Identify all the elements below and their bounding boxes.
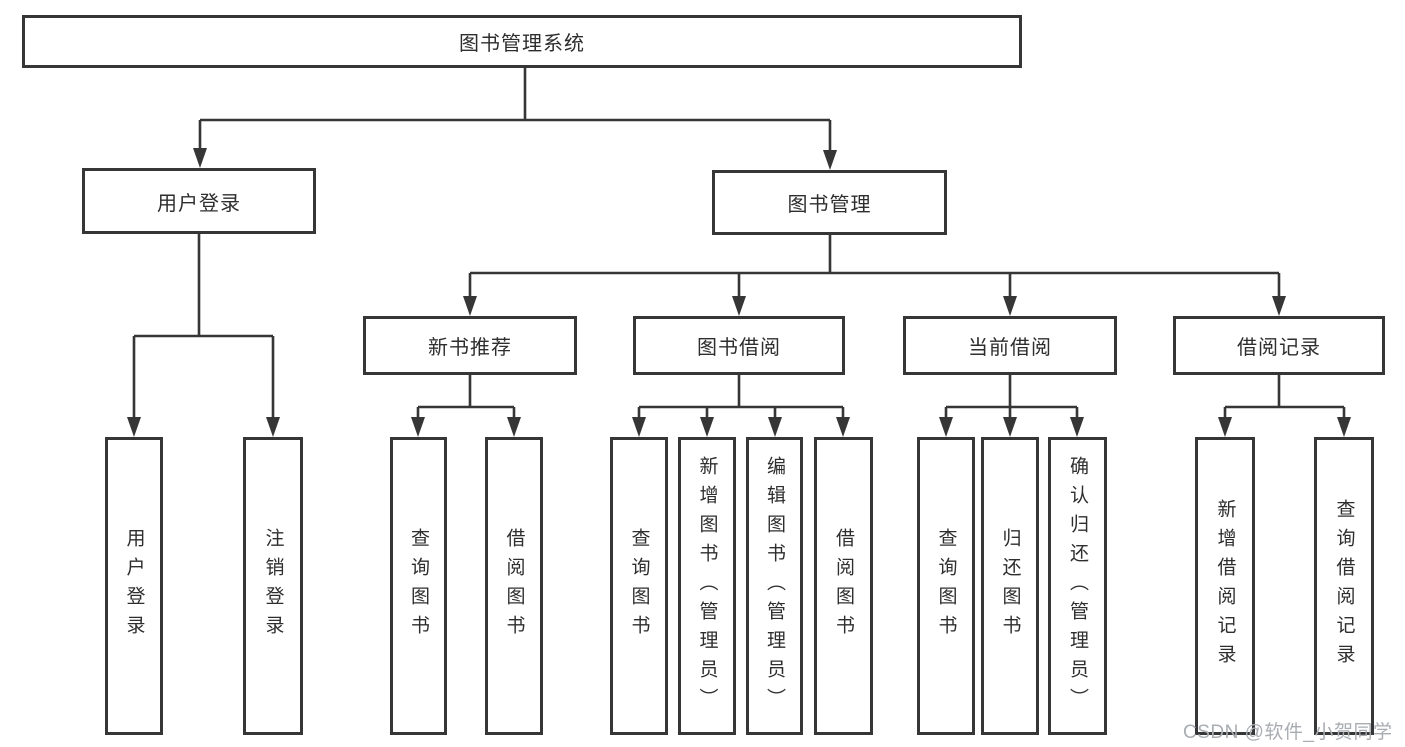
leaf-add-borrow-record: 新增借阅记录 [1195, 437, 1255, 735]
node-label: 借阅记录 [1237, 337, 1321, 359]
leaf-borrow-books-recommend: 借阅图书 [485, 437, 543, 735]
leaf-logout: 注销登录 [243, 437, 303, 735]
node-label: 用户登录 [157, 192, 241, 215]
leaf-return-books: 归还图书 [981, 437, 1039, 735]
node-library-management-system: 图书管理系统 [22, 15, 1022, 68]
leaf-user-login: 用户登录 [105, 437, 163, 735]
node-current-borrowing: 当前借阅 [903, 316, 1117, 375]
node-label: 确认归还（管理员） [1067, 455, 1088, 717]
leaf-query-books-recommend: 查询图书 [390, 437, 447, 735]
node-borrowing-records: 借阅记录 [1173, 316, 1385, 375]
node-label: 查询图书 [628, 528, 650, 644]
leaf-add-books-admin: 新增图书（管理员） [678, 437, 736, 735]
node-label: 查询图书 [935, 528, 957, 644]
node-label: 归还图书 [999, 528, 1021, 644]
node-label: 用户登录 [123, 528, 145, 644]
node-label: 图书管理 [787, 194, 872, 216]
node-label: 注销登录 [262, 528, 284, 644]
node-label: 新增图书（管理员） [696, 455, 718, 717]
node-user-login-branch: 用户登录 [82, 168, 316, 234]
csdn-watermark: CSDN @软件_小贺同学 [1183, 722, 1393, 743]
node-label: 当前借阅 [968, 337, 1052, 359]
node-label: 图书管理系统 [459, 33, 585, 55]
node-label: 新书推荐 [428, 337, 512, 359]
leaf-confirm-return-admin: 确认归还（管理员） [1048, 437, 1107, 735]
node-label: 查询图书 [408, 528, 429, 644]
leaf-query-books-borrowing: 查询图书 [610, 437, 668, 735]
leaf-borrow-books: 借阅图书 [814, 437, 873, 735]
connector-paths [132, 68, 1346, 419]
leaf-query-borrow-record: 查询借阅记录 [1314, 437, 1374, 735]
node-new-book-recommendation: 新书推荐 [363, 316, 577, 375]
node-label: 图书借阅 [697, 337, 781, 359]
node-label: 查询借阅记录 [1333, 499, 1355, 673]
leaf-query-books-current: 查询图书 [917, 437, 975, 735]
node-book-borrowing: 图书借阅 [633, 316, 845, 375]
arrowheads [127, 148, 1351, 437]
node-book-management-branch: 图书管理 [712, 170, 947, 235]
node-label: 借阅图书 [503, 528, 525, 644]
node-label: 借阅图书 [833, 528, 854, 644]
leaf-edit-books-admin: 编辑图书（管理员） [746, 437, 803, 735]
node-label: 新增借阅记录 [1214, 499, 1236, 673]
node-label: 编辑图书（管理员） [764, 455, 785, 717]
